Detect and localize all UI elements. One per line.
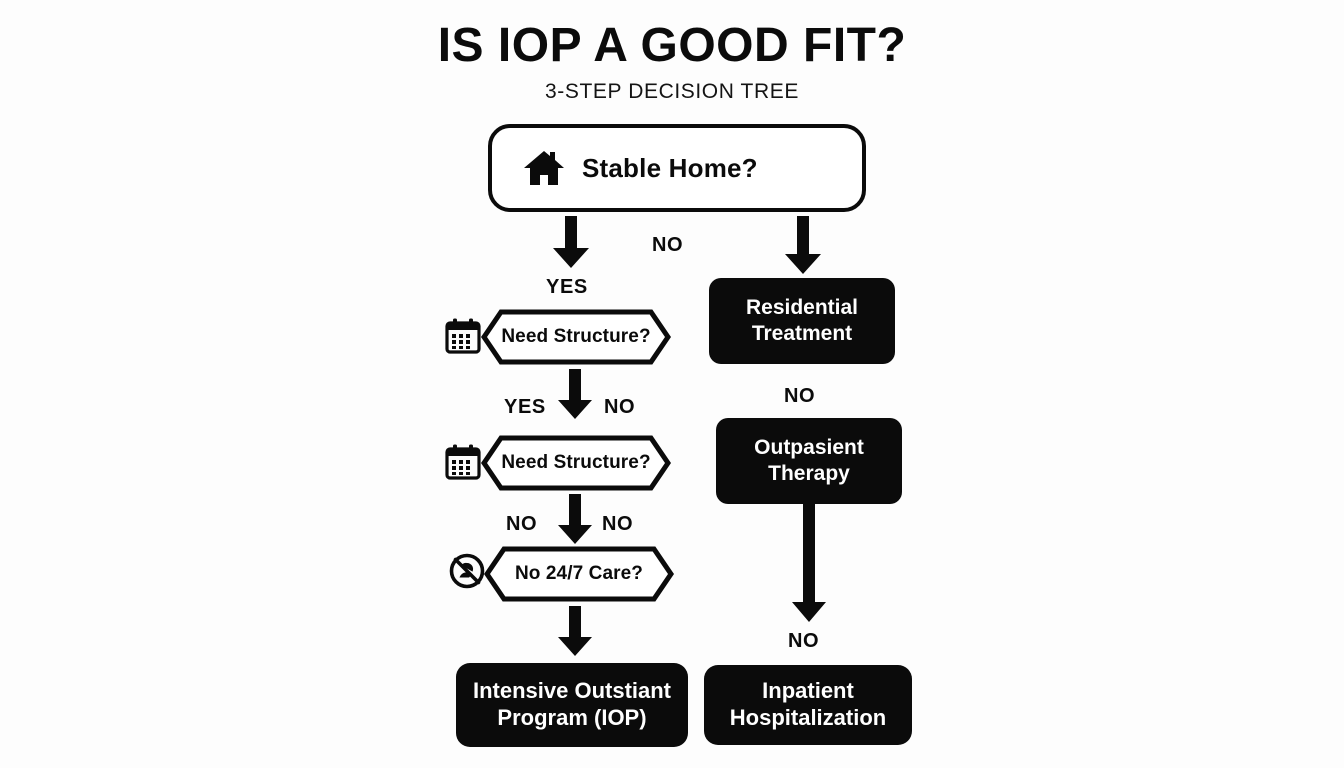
- no-24-7-icon: [447, 551, 487, 591]
- edge-label-root-yes: YES: [546, 276, 588, 298]
- edge-label-outpatient-no: NO: [788, 630, 820, 652]
- arrow-structure1-to-structure2: [556, 369, 594, 421]
- node-no-24-7-care[interactable]: No 24/7 Care?: [484, 546, 674, 602]
- arrow-outpatient-to-inpatient: [790, 504, 828, 624]
- node-iop[interactable]: Intensive Outstiant Program (IOP): [456, 663, 688, 747]
- edge-label-structure2-no-left: NO: [506, 513, 538, 535]
- edge-label-structure1-yes: YES: [504, 396, 546, 418]
- node-inpatient-hospitalization-line2: Hospitalization: [729, 705, 887, 730]
- edge-label-root-no: NO: [652, 234, 684, 256]
- arrow-no247-to-iop: [556, 606, 594, 658]
- node-need-structure-1[interactable]: Need Structure?: [481, 309, 671, 365]
- edge-label-structure2-no-right: NO: [602, 513, 634, 535]
- node-iop-line2: Program (IOP): [497, 705, 647, 730]
- node-stable-home[interactable]: Stable Home?: [488, 124, 866, 212]
- node-inpatient-hospitalization-line1: Inpatient: [762, 678, 854, 704]
- arrow-root-to-structure1: [551, 216, 591, 270]
- node-stable-home-label: Stable Home?: [582, 152, 758, 183]
- edge-label-residential-no: NO: [784, 385, 816, 407]
- node-residential-treatment-line1: Residential: [745, 296, 859, 320]
- calendar-icon-2: [444, 443, 482, 481]
- house-icon: [522, 148, 566, 188]
- node-outpasient-therapy-line1: Outpasient: [754, 436, 864, 460]
- arrow-root-to-residential: [783, 216, 823, 276]
- node-residential-treatment-line2: Treatment: [751, 322, 853, 345]
- node-outpasient-therapy[interactable]: Outpasient Therapy: [716, 418, 902, 504]
- calendar-icon-1: [444, 317, 482, 355]
- page-subtitle: 3-STEP DECISION TREE: [545, 80, 799, 103]
- page-title: IS IOP A GOOD FIT?: [437, 19, 907, 72]
- node-outpasient-therapy-line2: Therapy: [768, 462, 850, 485]
- node-inpatient-hospitalization[interactable]: Inpatient Hospitalization: [704, 665, 912, 745]
- node-residential-treatment[interactable]: Residential Treatment: [709, 278, 895, 364]
- node-iop-line1: Intensive Outstiant: [472, 678, 672, 704]
- arrow-structure2-to-no247: [556, 494, 594, 546]
- node-need-structure-2[interactable]: Need Structure?: [481, 435, 671, 491]
- edge-label-structure1-no: NO: [604, 396, 636, 418]
